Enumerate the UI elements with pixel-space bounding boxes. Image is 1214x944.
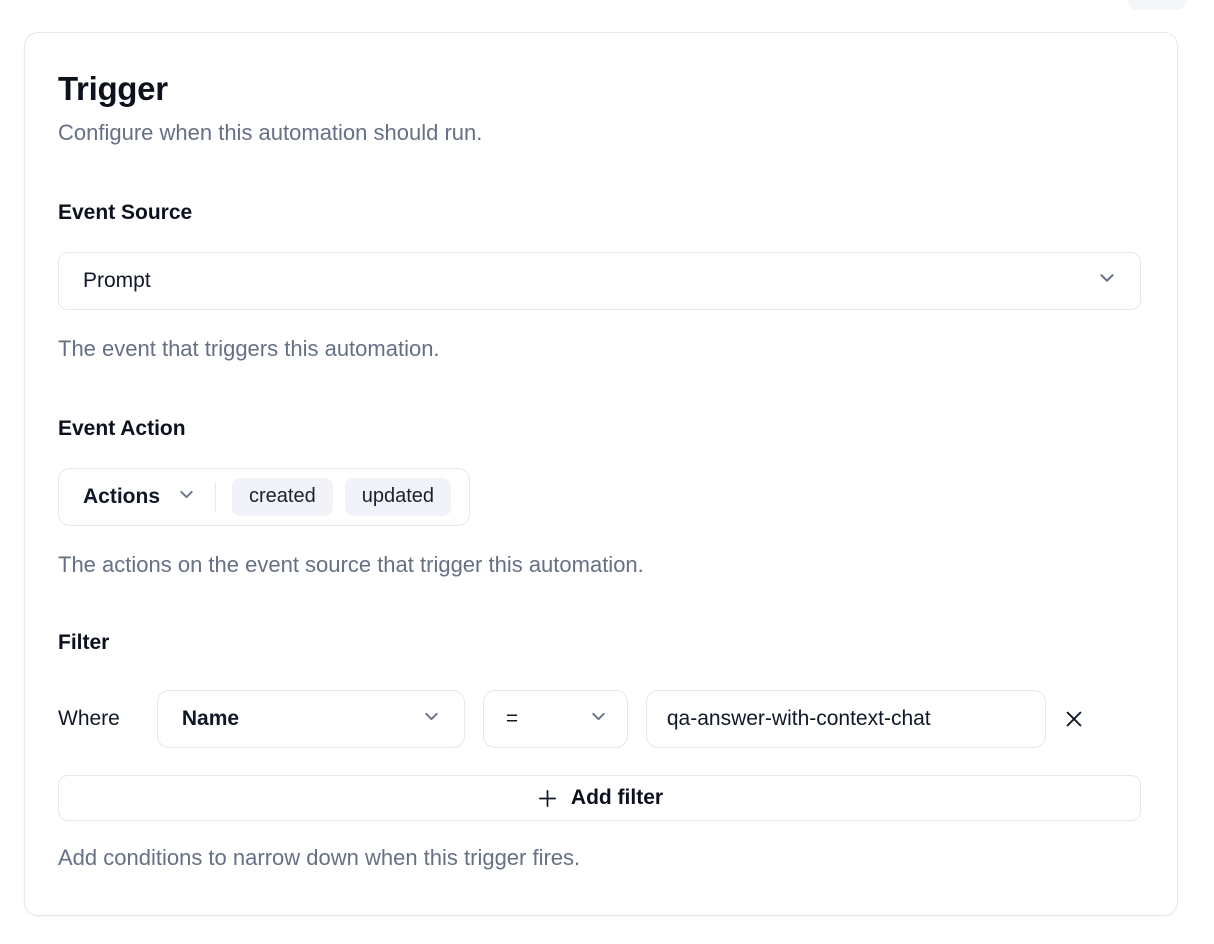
event-source-label: Event Source	[58, 201, 193, 224]
remove-filter-button[interactable]	[1054, 699, 1094, 739]
actions-dropdown-label[interactable]: Actions	[83, 485, 161, 508]
filter-condition-row: Where Name =	[58, 690, 1141, 748]
chevron-down-icon[interactable]	[176, 484, 197, 510]
plus-icon	[536, 787, 559, 810]
filter-operator-selected: =	[505, 707, 519, 730]
add-filter-button[interactable]: Add filter	[58, 775, 1141, 821]
filter-label: Filter	[58, 631, 110, 654]
vertical-divider	[215, 482, 217, 512]
event-action-control: Actions created updated	[58, 468, 471, 526]
chevron-down-icon	[421, 706, 442, 733]
filter-value-input[interactable]	[645, 690, 1046, 748]
filter-field-selected: Name	[181, 707, 240, 730]
chevron-down-icon	[1096, 267, 1118, 295]
event-source-selected-value: Prompt	[83, 269, 151, 292]
action-tag-created[interactable]: created	[232, 478, 333, 516]
filter-operator-select[interactable]: =	[482, 690, 628, 748]
action-tag-updated[interactable]: updated	[344, 478, 452, 516]
page-title: Trigger	[58, 70, 168, 107]
add-filter-button-label: Add filter	[570, 786, 664, 809]
where-label: Where	[58, 707, 120, 730]
event-source-select[interactable]: Prompt	[58, 252, 1141, 310]
close-icon	[1063, 708, 1085, 730]
event-action-label: Event Action	[58, 417, 186, 440]
page-subtitle: Configure when this automation should ru…	[58, 120, 483, 145]
trigger-card: Trigger Configure when this automation s…	[24, 32, 1178, 916]
event-source-help: The event that triggers this automation.	[58, 336, 440, 361]
event-action-help: The actions on the event source that tri…	[58, 552, 644, 577]
filter-field-select[interactable]: Name	[156, 690, 465, 748]
cut-off-element	[1128, 0, 1186, 10]
filter-help: Add conditions to narrow down when this …	[58, 845, 581, 870]
chevron-down-icon	[588, 706, 609, 733]
